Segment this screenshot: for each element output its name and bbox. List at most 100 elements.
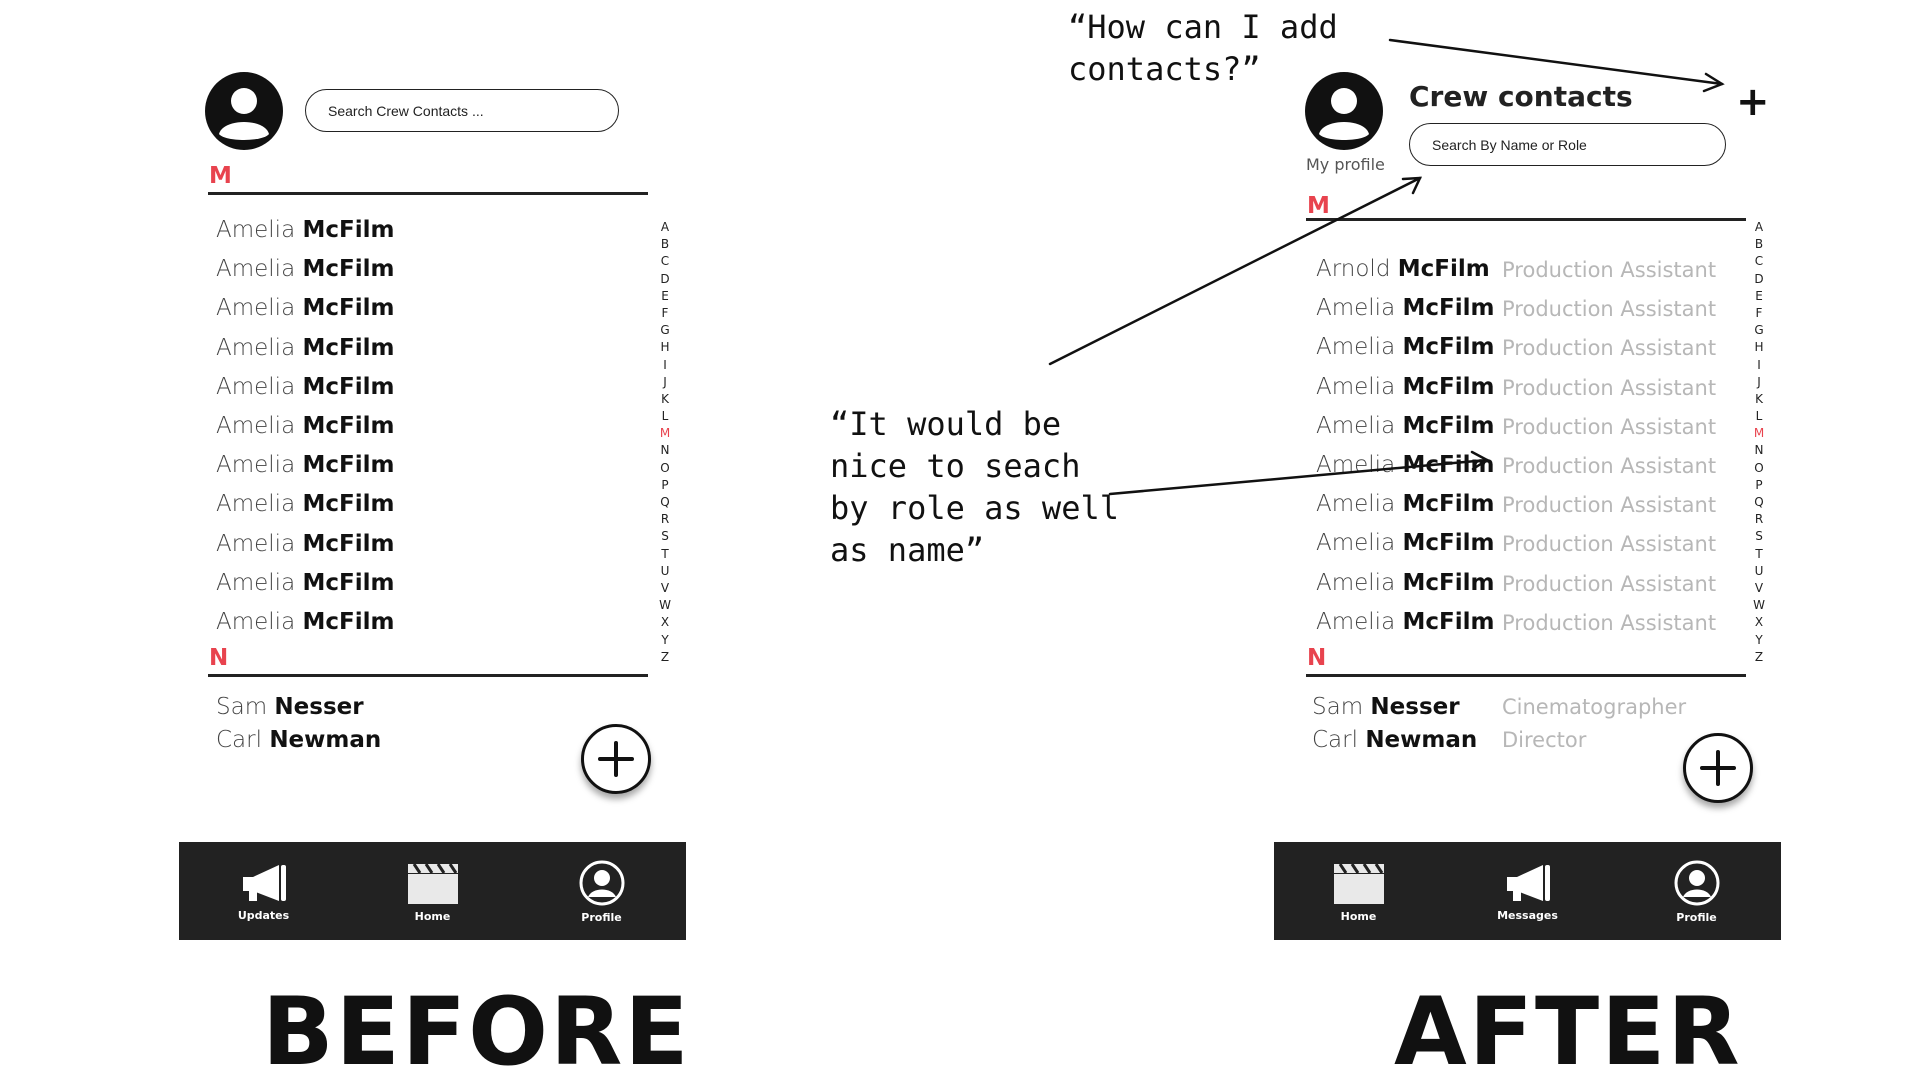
index-letter[interactable]: Z — [1754, 649, 1764, 664]
index-letter[interactable]: J — [1757, 374, 1761, 389]
contact-row[interactable]: Amelia McFilm — [216, 288, 394, 328]
last-name: Nesser — [274, 694, 364, 720]
contact-row[interactable]: Amelia McFilm — [1316, 367, 1494, 407]
index-letter[interactable]: U — [1754, 563, 1764, 578]
contact-row[interactable]: Amelia McFilm — [216, 484, 394, 524]
index-letter[interactable]: T — [661, 546, 669, 561]
index-letter[interactable]: H — [660, 340, 670, 355]
add-contact-button[interactable] — [581, 724, 651, 794]
index-letter[interactable]: C — [660, 254, 670, 269]
contact-row[interactable]: Sam Nesser — [1312, 687, 1460, 727]
contact-row[interactable]: Amelia McFilm — [1316, 523, 1494, 563]
index-letter[interactable]: L — [661, 409, 669, 424]
index-letter[interactable]: P — [661, 477, 669, 492]
index-letter[interactable]: O — [660, 460, 670, 475]
index-letter[interactable]: M — [659, 426, 671, 441]
tab-home[interactable]: Home — [368, 860, 498, 923]
index-letter[interactable]: H — [1754, 340, 1764, 355]
index-letter[interactable]: G — [660, 323, 670, 338]
index-letter[interactable]: X — [1754, 615, 1764, 630]
tab-label: Messages — [1497, 908, 1558, 922]
contact-row[interactable]: Amelia McFilm — [1316, 327, 1494, 367]
index-letter[interactable]: C — [1754, 254, 1764, 269]
contact-row[interactable]: Amelia McFilm — [1316, 288, 1494, 328]
my-profile-label[interactable]: My profile — [1306, 155, 1385, 174]
index-letter[interactable]: P — [1755, 477, 1763, 492]
contact-row[interactable]: Amelia McFilm — [216, 249, 394, 289]
index-letter[interactable]: S — [661, 529, 669, 544]
index-letter[interactable]: B — [660, 237, 670, 252]
index-letter[interactable]: F — [1755, 305, 1763, 320]
contact-row[interactable]: Sam Nesser — [216, 687, 364, 727]
first-name: Amelia — [1316, 608, 1396, 635]
index-letter[interactable]: A — [660, 220, 670, 234]
contact-role: Production Assistant — [1502, 610, 1717, 635]
index-letter[interactable]: D — [660, 271, 670, 286]
index-letter[interactable]: A — [1754, 220, 1764, 234]
index-letter[interactable]: M — [1753, 426, 1765, 441]
index-letter[interactable]: W — [659, 598, 671, 613]
index-letter[interactable]: N — [660, 443, 670, 458]
index-letter[interactable]: K — [1755, 391, 1763, 406]
contact-row[interactable]: Amelia McFilm — [216, 406, 394, 446]
index-letter[interactable]: S — [1755, 529, 1763, 544]
contact-row[interactable]: Amelia McFilm — [216, 367, 394, 407]
tab-messages[interactable]: Messages — [1463, 861, 1593, 922]
my-profile-avatar-icon[interactable] — [1305, 72, 1383, 150]
contact-row[interactable]: Amelia McFilm — [1316, 484, 1494, 524]
contact-row[interactable]: Amelia McFilm — [216, 210, 394, 250]
contact-row[interactable]: Amelia McFilm — [216, 328, 394, 368]
index-letter[interactable]: I — [1757, 357, 1761, 372]
tab-profile[interactable]: Profile — [1632, 859, 1762, 924]
index-letter[interactable]: Y — [1755, 632, 1763, 647]
index-letter[interactable]: D — [1754, 271, 1764, 286]
index-letter[interactable]: R — [660, 512, 670, 527]
section-divider — [208, 192, 648, 195]
index-letter[interactable]: Q — [660, 495, 670, 509]
profile-avatar-icon[interactable] — [205, 72, 283, 150]
tab-updates[interactable]: Updates — [199, 861, 329, 922]
index-letter[interactable]: O — [1754, 460, 1764, 475]
index-letter[interactable]: E — [661, 288, 669, 303]
index-letter[interactable]: I — [663, 357, 667, 372]
contact-row[interactable]: Arnold McFilm — [1316, 249, 1490, 289]
index-letter[interactable]: R — [1754, 512, 1764, 527]
index-letter[interactable]: E — [1755, 288, 1763, 303]
index-letter[interactable]: F — [661, 305, 669, 320]
index-letter[interactable]: B — [1754, 237, 1764, 252]
note-search-role: “It would be nice to seach by role as we… — [830, 405, 1119, 569]
add-contact-button[interactable] — [1683, 733, 1753, 803]
contact-row[interactable]: Amelia McFilm — [216, 563, 394, 603]
index-letter[interactable]: V — [1754, 580, 1764, 595]
index-letter[interactable]: Z — [660, 649, 670, 664]
tab-home[interactable]: Home — [1294, 860, 1424, 923]
contact-row[interactable]: Amelia McFilm — [1316, 563, 1494, 603]
search-input[interactable]: Search By Name or Role — [1409, 123, 1726, 166]
contact-row[interactable]: Amelia McFilm — [216, 524, 394, 564]
tab-profile[interactable]: Profile — [537, 859, 667, 924]
index-letter[interactable]: Q — [1754, 495, 1764, 509]
contact-row[interactable]: Amelia McFilm — [1316, 406, 1494, 446]
contact-row[interactable]: Amelia McFilm — [216, 445, 394, 485]
index-letter[interactable]: G — [1754, 323, 1764, 338]
plus-icon — [598, 741, 634, 777]
index-letter[interactable]: X — [660, 615, 670, 630]
index-letter[interactable]: Y — [661, 632, 669, 647]
index-letter[interactable]: V — [660, 580, 670, 595]
index-letter[interactable]: L — [1755, 409, 1763, 424]
contact-row[interactable]: Amelia McFilm — [1316, 602, 1494, 642]
index-letter[interactable]: K — [661, 391, 669, 406]
search-input[interactable]: Search Crew Contacts ... — [305, 89, 619, 132]
index-letter[interactable]: N — [1754, 443, 1764, 458]
index-letter[interactable]: J — [663, 374, 667, 389]
add-contact-plus-button[interactable]: + — [1736, 79, 1770, 125]
contact-row[interactable]: Carl Newman — [216, 720, 381, 760]
index-letter[interactable]: W — [1753, 598, 1765, 613]
contact-row[interactable]: Carl Newman — [1312, 720, 1477, 760]
contact-row[interactable]: Amelia McFilm — [216, 602, 394, 642]
index-letter[interactable]: U — [660, 563, 670, 578]
last-name: McFilm — [302, 609, 395, 635]
index-letter[interactable]: T — [1755, 546, 1763, 561]
